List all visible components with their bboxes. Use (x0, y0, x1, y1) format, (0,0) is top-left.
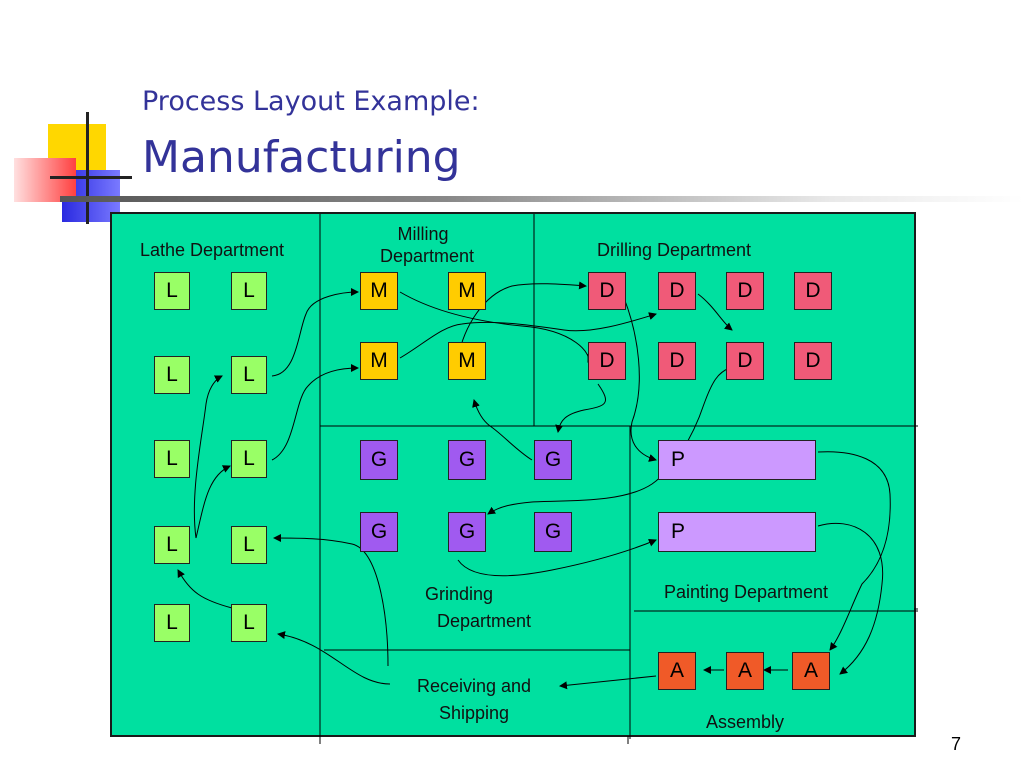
grinding-machine: G (448, 440, 486, 480)
painting-machine: P (658, 440, 816, 480)
flow-arrow (472, 399, 533, 461)
title-divider (60, 196, 1024, 202)
flow-arrow (457, 538, 657, 577)
lathe-machine: L (154, 356, 190, 394)
lathe-machine: L (154, 526, 190, 564)
slide-title: Manufacturing (142, 132, 461, 183)
painting-department-label: Painting Department (663, 582, 829, 602)
lathe-machine: L (231, 526, 267, 564)
assembly-label: Assembly (705, 712, 785, 732)
receiving-shipping-label-line2: Shipping (438, 703, 510, 723)
page-number: 7 (951, 734, 962, 754)
decor-vertical-line (86, 112, 89, 224)
flow-arrow (273, 534, 389, 667)
lathe-machine: L (231, 440, 267, 478)
grinding-department-label-line1: Grinding (424, 584, 494, 604)
flow-arrow (559, 675, 657, 690)
drilling-machine: D (658, 342, 696, 380)
flow-arrow (271, 364, 359, 461)
flow-arrow (177, 569, 233, 609)
flow-arrow (817, 522, 884, 675)
lathe-machine: L (231, 604, 267, 642)
slide-subtitle: Process Layout Example: (142, 86, 480, 117)
milling-machine: M (360, 342, 398, 380)
lathe-machine: L (154, 272, 190, 310)
grinding-machine: G (534, 440, 572, 480)
drilling-machine: D (726, 342, 764, 380)
lathe-machine: L (231, 272, 267, 310)
drilling-machine: D (588, 342, 626, 380)
lathe-machine: L (154, 604, 190, 642)
flow-arrow (193, 375, 223, 539)
drilling-machine: D (588, 272, 626, 310)
drilling-machine: D (794, 272, 832, 310)
flow-arrow (195, 465, 231, 539)
milling-machine: M (448, 342, 486, 380)
receiving-shipping-label-line1: Receiving and (416, 676, 532, 696)
lathe-department-label: Lathe Department (139, 240, 285, 260)
painting-machine: P (658, 512, 816, 552)
flow-arrow (277, 631, 391, 685)
milling-department-label-line2: Department (379, 246, 475, 266)
assembly-station: A (658, 652, 696, 690)
assembly-station: A (726, 652, 764, 690)
diagram-lines (177, 214, 918, 739)
decor-horizontal-line (50, 176, 132, 179)
flow-arrow (623, 297, 657, 462)
assembly-station: A (792, 652, 830, 690)
milling-department-label-line1: Milling (397, 224, 449, 244)
flow-arrow (697, 293, 733, 331)
flow-arrow (817, 451, 891, 651)
flow-arrow (271, 288, 359, 377)
milling-machine: M (360, 272, 398, 310)
flow-arrow (399, 291, 595, 363)
grinding-department-label-line2: Department (436, 611, 532, 631)
lathe-machine: L (154, 440, 190, 478)
lathe-machine: L (231, 356, 267, 394)
drilling-machine: D (658, 272, 696, 310)
grinding-machine: G (360, 440, 398, 480)
drilling-machine: D (726, 272, 764, 310)
flow-arrow (487, 367, 731, 515)
drilling-department-label: Drilling Department (596, 240, 752, 260)
milling-machine: M (448, 272, 486, 310)
layout-diagram: Lathe Department Milling Department Dril… (110, 212, 918, 739)
decor-red-square (14, 158, 76, 202)
grinding-machine: G (360, 512, 398, 552)
grinding-machine: G (534, 512, 572, 552)
grinding-machine: G (448, 512, 486, 552)
flow-arrow (457, 281, 587, 359)
flow-arrow (399, 312, 657, 359)
drilling-machine: D (794, 342, 832, 380)
flow-arrow (555, 383, 607, 433)
